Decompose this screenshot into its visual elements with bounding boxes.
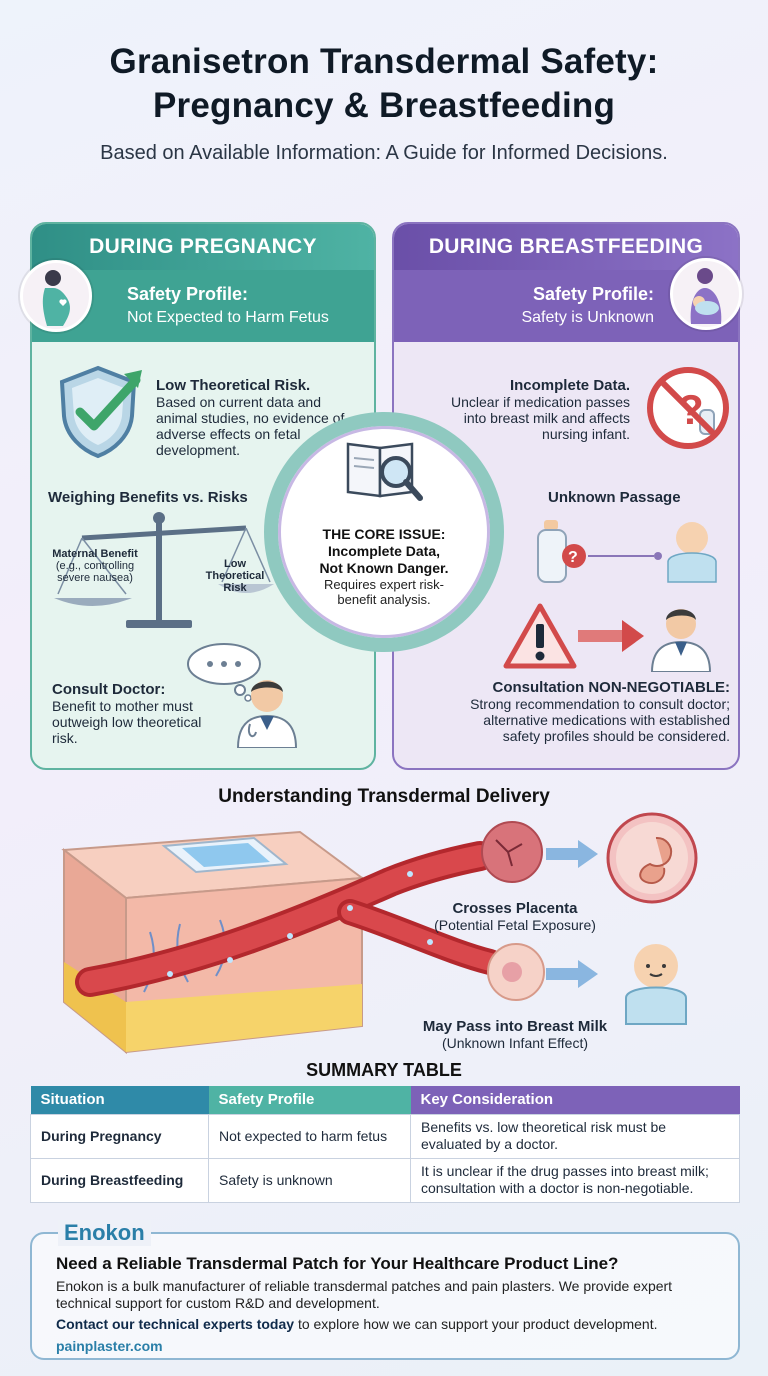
nursing-mother-icon [690,268,722,324]
incomplete-data-title: Incomplete Data. [509,377,630,394]
consult-doctor-text: Benefit to mother must outweigh low theo… [52,698,202,746]
core-title-2: Incomplete Data, [327,543,441,559]
table-cell: During Pregnancy [30,1113,209,1159]
promo-cta-bold: Contact our technical experts today [56,1316,295,1332]
breastfeeding-heading: DURING BREASTFEEDING [394,224,738,270]
core-title-3: Not Known Danger. [319,560,449,576]
scale-left-title: Maternal Benefit [52,548,138,560]
page-subtitle: Based on Available Information: A Guide … [100,142,668,164]
promo-cta-rest: to explore how we can support your produ… [294,1316,658,1332]
nursing-mother-avatar [670,258,742,330]
svg-text:?: ? [568,549,578,566]
scale-left-note: (e.g., controlling severe nausea) [55,560,135,584]
pregnancy-profile: Safety Profile: Not Expected to Harm Fet… [127,284,329,327]
page-title: Granisetron Transdermal Safety: Pregnanc… [0,40,768,128]
placenta-note: (Potential Fetal Exposure) [434,917,596,933]
weigh-title: Weighing Benefits vs. Risks [48,489,248,506]
low-risk-title: Low Theoretical Risk. [156,377,311,394]
balance-scale-icon [54,512,274,628]
table-row: During Breastfeeding Safety is unknown I… [30,1157,740,1203]
brand-logo: Enokon [58,1220,151,1246]
core-issue-text: THE CORE ISSUE: Incomplete Data, Not Kno… [278,526,490,607]
core-title-1: THE CORE ISSUE: [322,526,446,542]
page-header: Granisetron Transdermal Safety: Pregnanc… [0,40,768,165]
placenta-label: Crosses Placenta (Potential Fetal Exposu… [420,900,610,933]
arrow-right-icon [578,620,644,652]
consult-nonneg-block: Consultation NON-NEGOTIABLE: Strong reco… [460,679,730,745]
low-risk-text: Based on current data and animal studies… [156,394,345,458]
promo-text: Enokon is a bulk manufacturer of reliabl… [56,1278,673,1311]
incomplete-data-text: Unclear if medication passes into breast… [451,394,630,442]
promo-cta: Contact our technical experts today to e… [56,1316,658,1332]
breastfeeding-profile-value: Safety is Unknown [521,309,654,326]
pregnant-woman-icon [42,270,70,326]
col-situation: Situation [30,1086,209,1114]
doctor-icon-2 [650,609,712,672]
pregnancy-profile-value: Not Expected to Harm Fetus [127,309,329,326]
unknown-passage-title: Unknown Passage [548,489,681,506]
table-cell: During Breastfeeding [30,1157,209,1203]
scale-right-label: Low Theoretical Risk [205,558,265,594]
table-cell: It is unclear if the drug passes into br… [410,1157,740,1203]
doctor-icon [236,680,298,748]
promo-link[interactable]: painplaster.com [56,1338,163,1354]
baby-icon [625,944,687,1025]
pregnant-woman-avatar [20,260,92,332]
consult-nonneg-text: Strong recommendation to consult doctor;… [470,696,730,744]
core-text: Requires expert risk-benefit analysis. [324,577,444,607]
consult-doctor-block: Consult Doctor: Benefit to mother must o… [52,681,222,747]
title-line-2: Pregnancy & Breastfeeding [152,86,616,125]
warning-icon [503,603,577,669]
consult-doctor-title: Consult Doctor: [52,681,166,698]
pregnancy-heading: DURING PREGNANCY [32,224,374,270]
incomplete-data-block: Incomplete Data. Unclear if medication p… [434,377,630,443]
bottle-question-icon: ? [537,520,717,583]
table-cell: Not expected to harm fetus [208,1113,411,1159]
breast-milk-note: (Unknown Infant Effect) [441,1035,589,1051]
col-safety-profile: Safety Profile [208,1086,411,1114]
placenta-title: Crosses Placenta [452,900,578,917]
summary-table: Situation Safety Profile Key Considerati… [30,1086,740,1203]
skin-patch-diagram [61,821,598,1055]
core-issue-circle: THE CORE ISSUE: Incomplete Data, Not Kno… [264,412,504,652]
low-risk-block: Low Theoretical Risk. Based on current d… [156,377,366,459]
breast-milk-title: May Pass into Breast Milk [422,1018,608,1035]
pregnancy-profile-title: Safety Profile: [127,284,249,304]
table-cell: Benefits vs. low theoretical risk must b… [410,1113,740,1159]
table-row: During Pregnancy Not expected to harm fe… [30,1113,740,1159]
title-line-1: Granisetron Transdermal Safety: [109,42,659,81]
promo-box: Enokon Need a Reliable Transdermal Patch… [30,1220,740,1360]
summary-header-row: Situation Safety Profile Key Considerati… [30,1086,740,1114]
promo-headline: Need a Reliable Transdermal Patch for Yo… [56,1254,619,1273]
table-cell: Safety is unknown [208,1157,411,1203]
thought-bubble-icon [187,643,261,702]
breastfeeding-profile-title: Safety Profile: [532,284,654,304]
col-key-consideration: Key Consideration [410,1086,740,1114]
breast-milk-label: May Pass into Breast Milk (Unknown Infan… [400,1018,630,1051]
delivery-heading: Understanding Transdermal Delivery [218,786,550,807]
fetus-icon [606,812,698,904]
no-question-icon: ? [647,367,729,449]
summary-heading: SUMMARY TABLE [306,1060,462,1080]
scale-left-label: Maternal Benefit (e.g., controlling seve… [50,548,140,584]
consult-nonneg-title: Consultation NON-NEGOTIABLE: [492,679,730,696]
book-magnifier-icon [346,442,423,501]
breastfeeding-profile: Safety Profile: Safety is Unknown [454,284,654,327]
shield-check-icon [59,365,142,459]
